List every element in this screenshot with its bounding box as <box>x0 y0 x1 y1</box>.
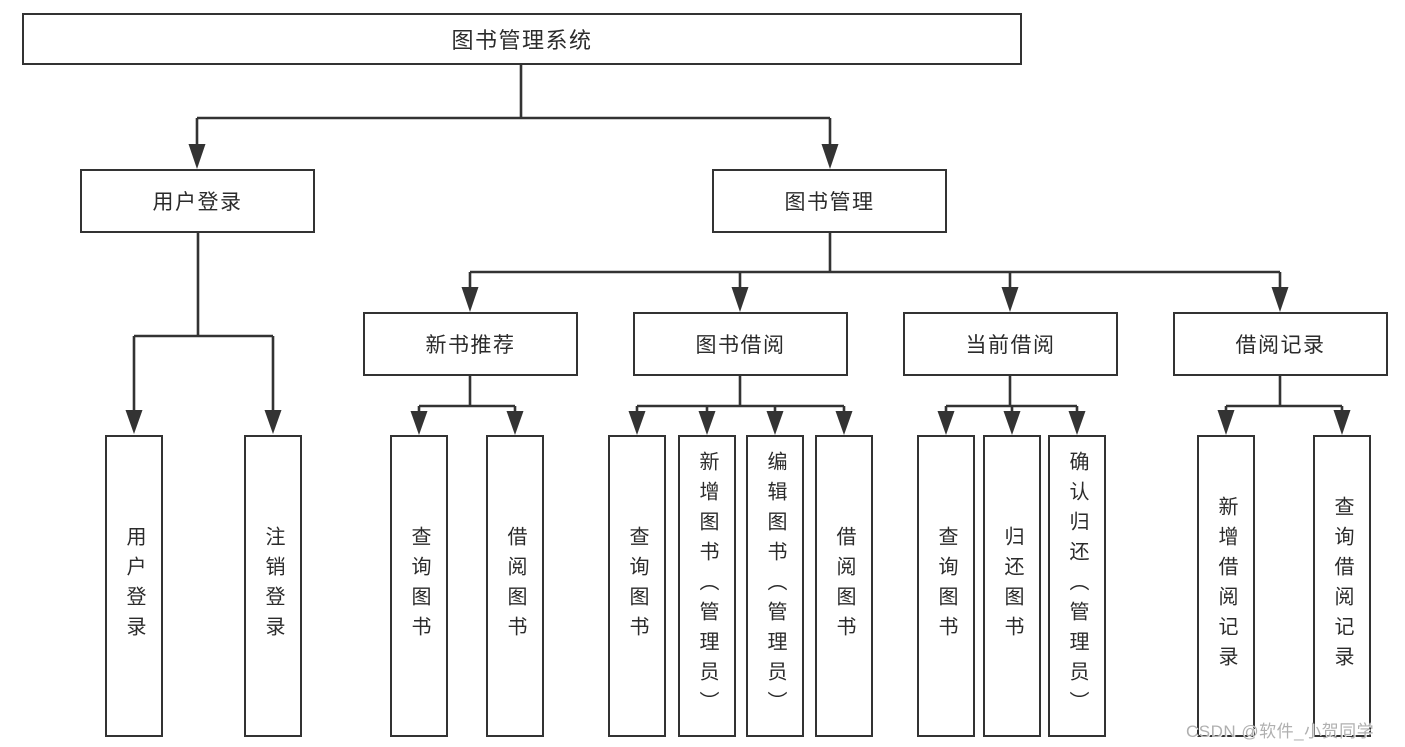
connector-borrowing-branch <box>628 376 853 435</box>
arrow-down-icon <box>506 411 524 435</box>
leaf-logout: 注销登录 <box>244 435 302 737</box>
arrow-down-icon <box>731 287 749 312</box>
leaf-return-books: 归还图书 <box>983 435 1041 737</box>
arrow-down-icon <box>1003 411 1021 435</box>
leaf-label: 确认归还（管理员） <box>1066 451 1088 721</box>
leaf-label: 新增图书（管理员） <box>696 451 718 721</box>
connector-newbook-branch <box>410 376 524 435</box>
arrow-down-icon <box>410 411 428 435</box>
leaf-add-book-admin: 新增图书（管理员） <box>678 435 736 737</box>
connector-userlogin-branch <box>125 233 282 434</box>
arrow-down-icon <box>821 144 839 169</box>
leaf-borrow-books-borrowing: 借阅图书 <box>815 435 873 737</box>
node-new-book-recommend: 新书推荐 <box>363 312 578 376</box>
leaf-query-books-borrowing: 查询图书 <box>608 435 666 737</box>
arrow-down-icon <box>461 287 479 312</box>
connector-current-branch <box>937 376 1086 435</box>
leaf-label: 借阅图书 <box>504 526 526 646</box>
connector-bookmgmt-to-level3 <box>461 233 1289 312</box>
arrow-down-icon <box>628 411 646 435</box>
arrow-down-icon <box>264 410 282 434</box>
node-current-borrowing: 当前借阅 <box>903 312 1118 376</box>
leaf-label: 归还图书 <box>1001 526 1023 646</box>
leaf-label: 借阅图书 <box>833 526 855 646</box>
arrow-down-icon <box>698 411 716 435</box>
leaf-label: 查询图书 <box>935 526 957 646</box>
arrow-down-icon <box>1217 410 1235 435</box>
node-user-login: 用户登录 <box>80 169 315 233</box>
leaf-edit-book-admin: 编辑图书（管理员） <box>746 435 804 737</box>
arrow-down-icon <box>1271 287 1289 312</box>
node-root: 图书管理系统 <box>22 13 1022 65</box>
leaf-borrow-books-recommend: 借阅图书 <box>486 435 544 737</box>
leaf-label: 编辑图书（管理员） <box>764 451 786 721</box>
connector-root-to-level2 <box>188 65 839 169</box>
arrow-down-icon <box>125 410 143 434</box>
arrow-down-icon <box>1068 411 1086 435</box>
leaf-query-borrow-record: 查询借阅记录 <box>1313 435 1371 737</box>
arrow-down-icon <box>188 144 206 169</box>
watermark: CSDN @软件_小贺同学 <box>1186 722 1375 741</box>
leaf-user-login: 用户登录 <box>105 435 163 737</box>
leaf-label: 查询图书 <box>626 526 648 646</box>
leaf-label: 查询借阅记录 <box>1331 496 1353 676</box>
leaf-query-books-recommend: 查询图书 <box>390 435 448 737</box>
connector-records-branch <box>1217 376 1351 435</box>
node-book-management: 图书管理 <box>712 169 947 233</box>
arrow-down-icon <box>835 411 853 435</box>
leaf-label: 新增借阅记录 <box>1215 496 1237 676</box>
arrow-down-icon <box>766 411 784 435</box>
leaf-query-books-current: 查询图书 <box>917 435 975 737</box>
leaf-label: 用户登录 <box>123 526 145 646</box>
leaf-label: 注销登录 <box>262 526 284 646</box>
leaf-add-borrow-record: 新增借阅记录 <box>1197 435 1255 737</box>
leaf-label: 查询图书 <box>408 526 430 646</box>
node-book-borrowing: 图书借阅 <box>633 312 848 376</box>
arrow-down-icon <box>937 411 955 435</box>
arrow-down-icon <box>1333 410 1351 435</box>
arrow-down-icon <box>1001 287 1019 312</box>
leaf-confirm-return-admin: 确认归还（管理员） <box>1048 435 1106 737</box>
node-borrowing-records: 借阅记录 <box>1173 312 1388 376</box>
